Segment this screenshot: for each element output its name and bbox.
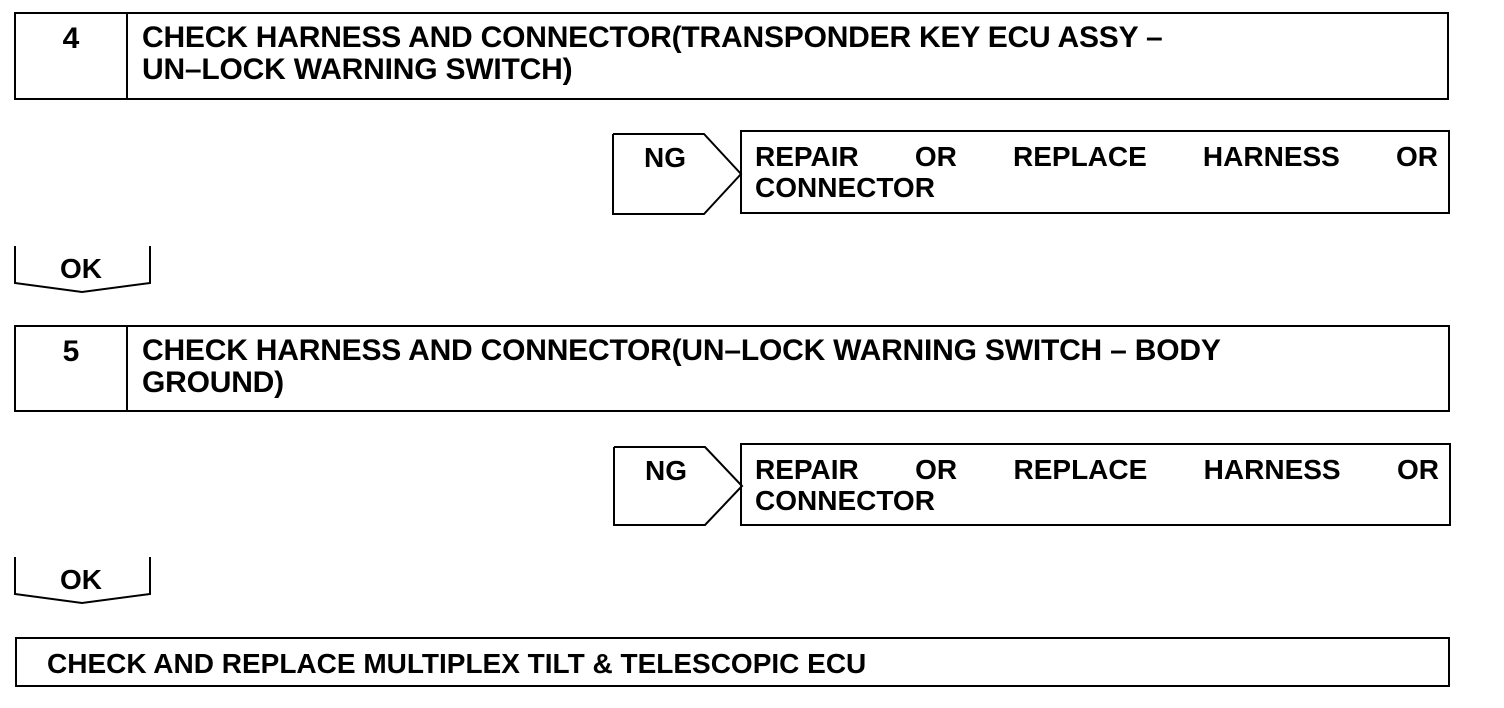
step-5-title-line-2: GROUND) [142, 366, 284, 399]
step-4-ng-arrow-shape [612, 133, 743, 215]
step-5-ok-label: OK [60, 564, 102, 595]
step-4-box: 4 CHECK HARNESS AND CONNECTOR(TRANSPONDE… [14, 12, 1449, 100]
final-action-box: CHECK AND REPLACE MULTIPLEX TILT & TELES… [15, 637, 1450, 687]
step-5-number: 5 [16, 327, 128, 410]
step-4-ok-label: OK [60, 253, 102, 284]
step-5-ng-arrow-shape [613, 446, 744, 526]
step-4-ok-arrow-shape [14, 246, 151, 294]
step-5-title: CHECK HARNESS AND CONNECTOR(UN–LOCK WARN… [128, 327, 1448, 410]
step-4-title-line-2: UN–LOCK WARNING SWITCH) [142, 53, 573, 86]
step-5-ng-action-box: REPAIR OR REPLACE HARNESS OR CONNECTOR [740, 443, 1451, 526]
step-4-title-line-1: CHECK HARNESS AND CONNECTOR(TRANSPONDER … [142, 21, 1163, 54]
step-5-ok-arrow-shape [14, 557, 151, 605]
step-4-number: 4 [16, 14, 128, 98]
step-4-ng-label: NG [644, 142, 686, 173]
step-5-title-line-1: CHECK HARNESS AND CONNECTOR(UN–LOCK WARN… [142, 334, 1221, 367]
step-5-box: 5 CHECK HARNESS AND CONNECTOR(UN–LOCK WA… [14, 325, 1450, 412]
step-4-ng-action-box: REPAIR OR REPLACE HARNESS OR CONNECTOR [740, 130, 1450, 214]
step-5-ng-label: NG [645, 455, 687, 486]
step-4-title: CHECK HARNESS AND CONNECTOR(TRANSPONDER … [128, 14, 1447, 98]
